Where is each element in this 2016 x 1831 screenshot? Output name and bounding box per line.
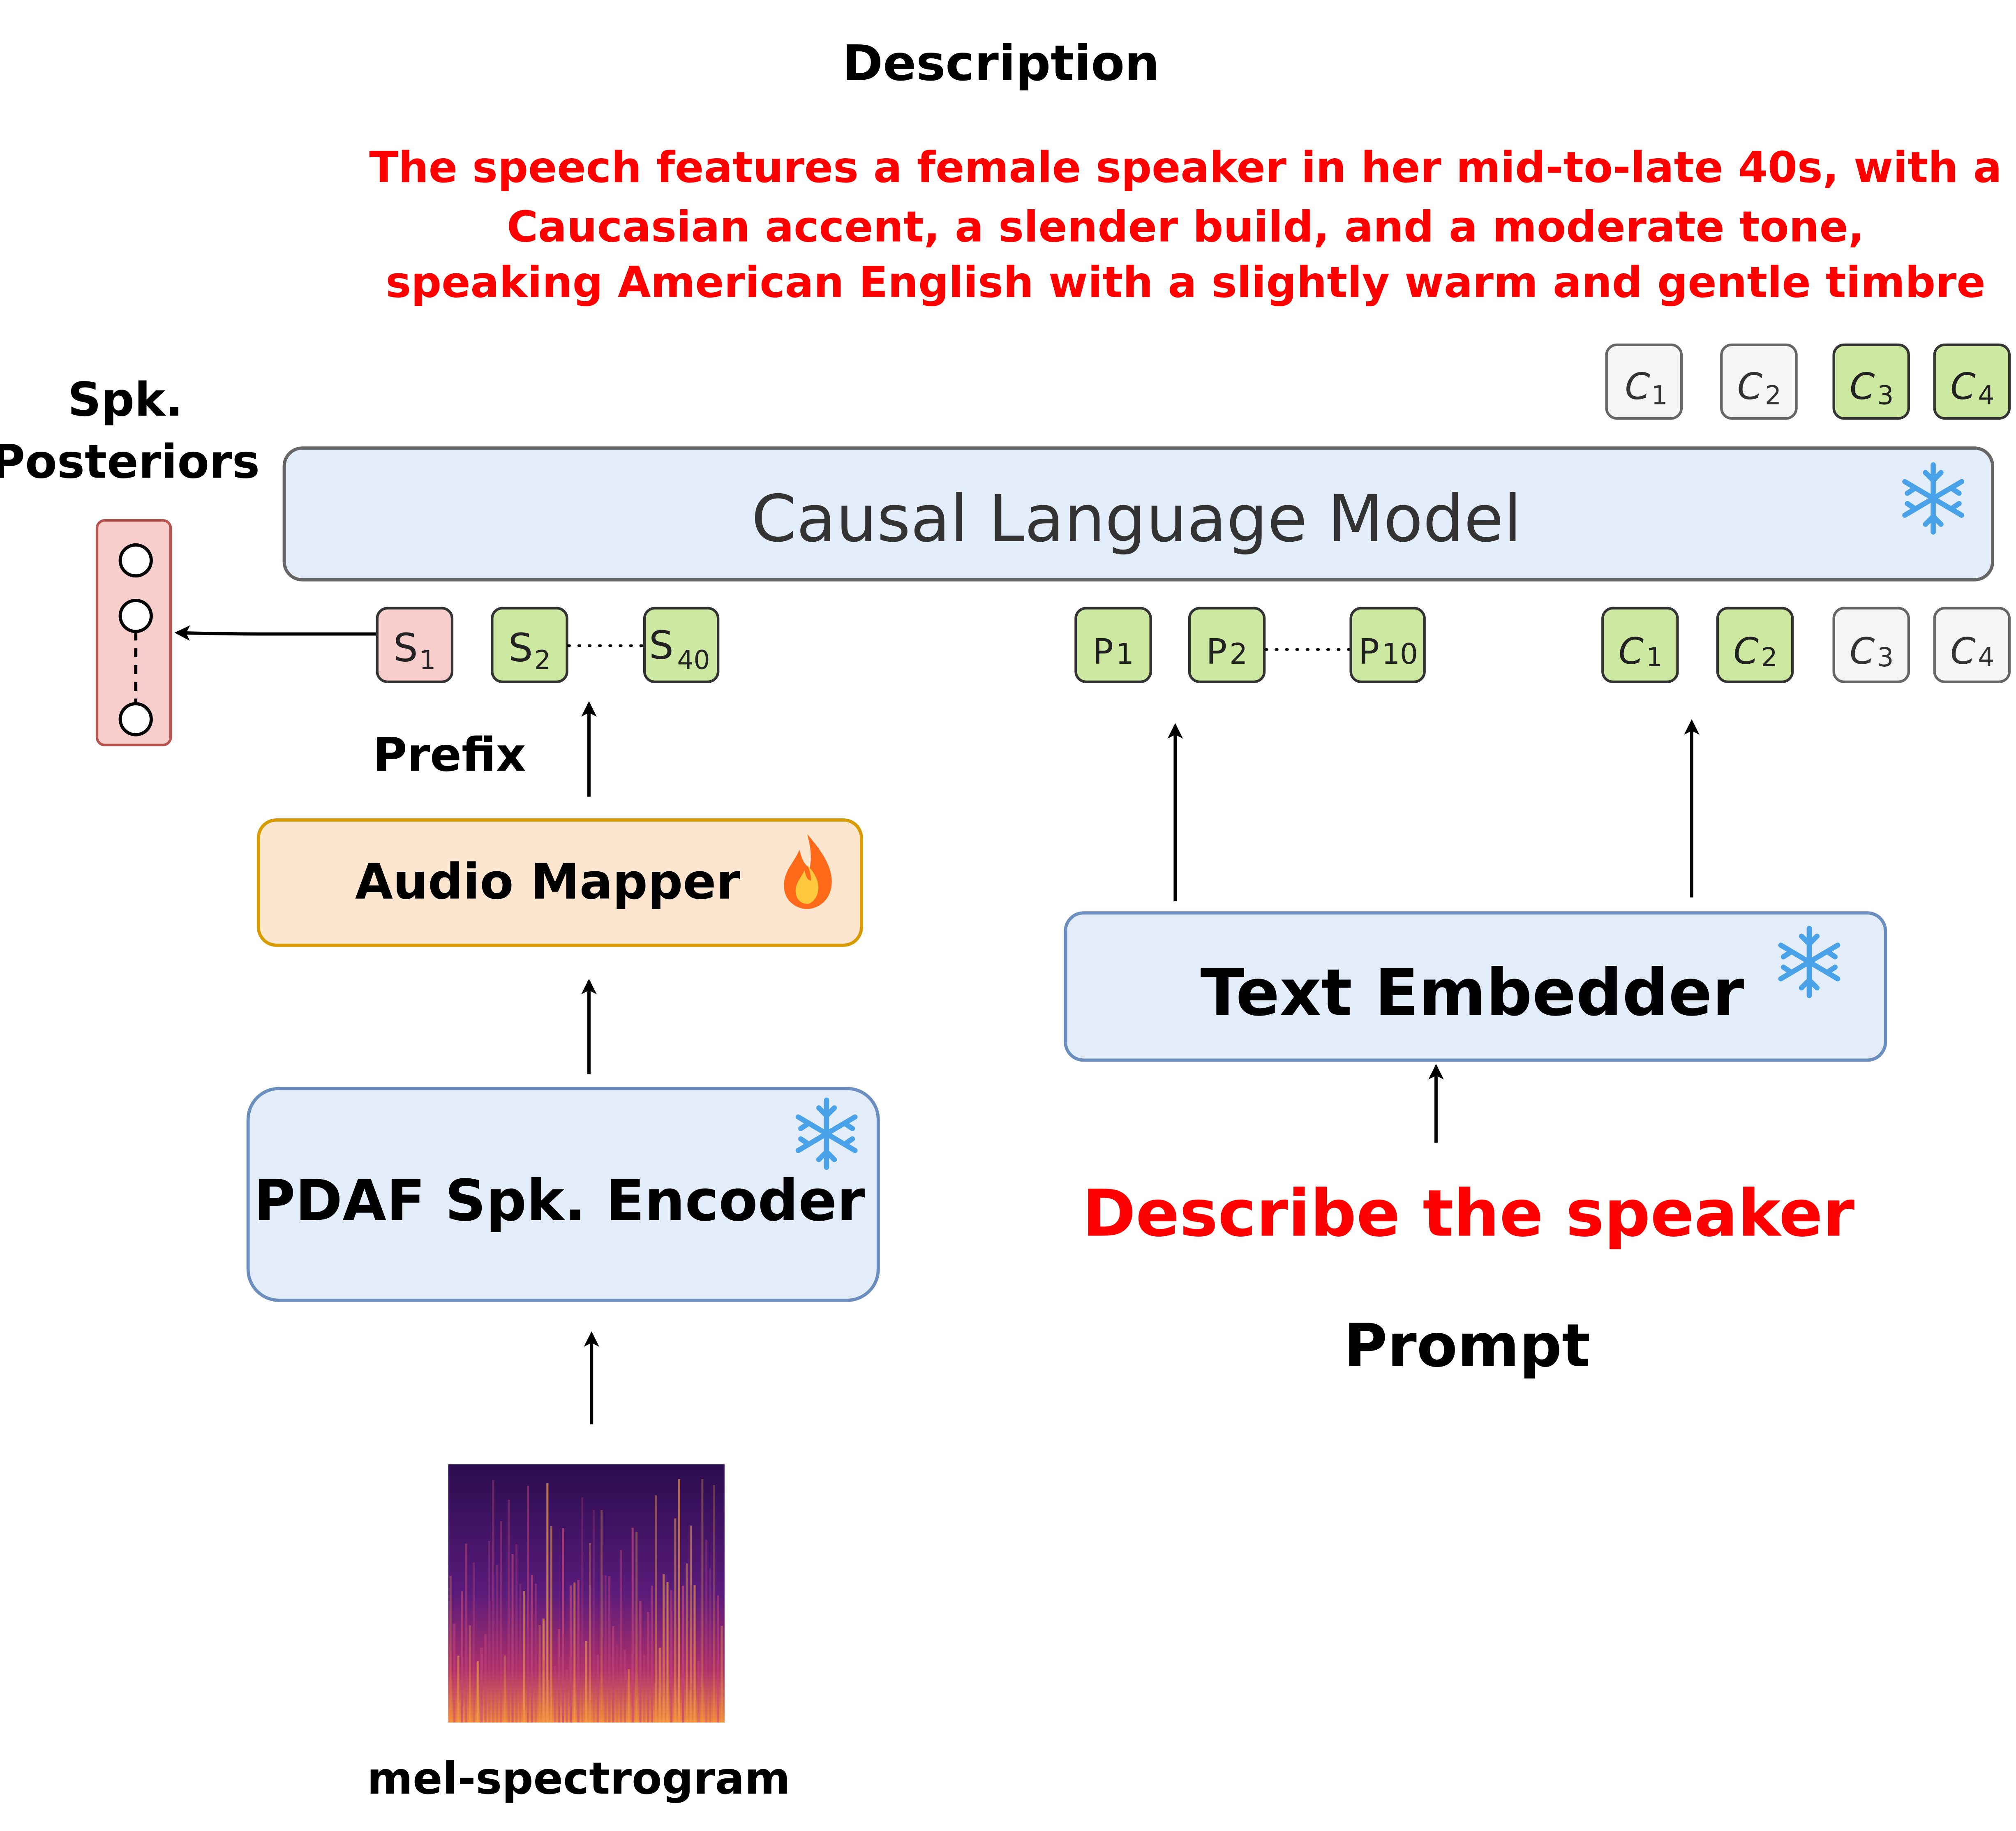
- description-line-2: Caucasian accent, a slender build, and a…: [507, 203, 1864, 252]
- spk-posteriors-label-line2: Posteriors: [0, 434, 260, 489]
- svg-text:2: 2: [534, 645, 551, 675]
- svg-text:10: 10: [1382, 638, 1418, 671]
- snowflake-icon: [1902, 462, 1964, 535]
- caption-token-c1: C 1: [1601, 607, 1679, 683]
- svg-text:S: S: [508, 626, 533, 671]
- causal-language-model-block: Causal Language Model: [282, 446, 1995, 582]
- svg-text:P: P: [1206, 632, 1227, 672]
- svg-text:1: 1: [1116, 638, 1134, 671]
- description-title: Description: [842, 35, 1159, 92]
- causal-language-model-label: Causal Language Model: [751, 481, 1522, 556]
- snowflake-icon: [795, 1097, 858, 1170]
- mel-spectrogram-label: mel-spectrogram: [367, 1753, 790, 1804]
- prefix-token-s2: S 2: [491, 607, 568, 683]
- audio-mapper-label: Audio Mapper: [355, 854, 741, 911]
- caption-token-c4: C 4: [1933, 607, 2011, 683]
- svg-text:C: C: [1950, 365, 1976, 408]
- svg-text:40: 40: [677, 645, 710, 675]
- prompt-text: Describe the speaker: [1082, 1176, 1854, 1251]
- prefix-token-s1: S 1: [376, 607, 454, 683]
- output-token-c2: C 2: [1720, 343, 1798, 420]
- text-embedder-label: Text Embedder: [1201, 955, 1744, 1030]
- svg-text:1: 1: [1651, 380, 1668, 410]
- spk-posteriors-vector: [95, 519, 172, 746]
- svg-text:C: C: [1850, 630, 1875, 672]
- prompt-label: Prompt: [1344, 1311, 1591, 1381]
- svg-text:P: P: [1092, 632, 1113, 672]
- svg-text:1: 1: [1646, 642, 1663, 672]
- output-token-c4: C 4: [1933, 343, 2011, 420]
- svg-text:C: C: [1950, 630, 1976, 672]
- arrow-s1-to-posteriors: [174, 625, 376, 641]
- svg-text:S: S: [393, 626, 418, 671]
- svg-text:S: S: [649, 623, 674, 668]
- description-line-3: speaking American English with a slightl…: [386, 258, 1985, 307]
- svg-text:1: 1: [419, 645, 436, 675]
- description-line-1: The speech features a female speaker in …: [369, 143, 2002, 192]
- svg-text:3: 3: [1877, 380, 1894, 410]
- svg-text:4: 4: [1978, 642, 1994, 672]
- svg-text:3: 3: [1877, 642, 1894, 672]
- svg-text:P: P: [1358, 632, 1379, 672]
- spk-posteriors-label-line1: Spk.: [68, 373, 183, 427]
- prompt-token-p1: P 1: [1074, 607, 1152, 683]
- flame-icon: [784, 834, 832, 909]
- svg-text:2: 2: [1761, 642, 1778, 672]
- speaker-encoder-block: PDAF Spk. Encoder: [246, 1087, 880, 1302]
- svg-text:C: C: [1737, 365, 1763, 408]
- output-token-c1: C 1: [1605, 343, 1683, 420]
- snowflake-icon: [1778, 926, 1840, 998]
- svg-text:4: 4: [1978, 380, 1994, 410]
- speaker-encoder-label: PDAF Spk. Encoder: [254, 1168, 865, 1234]
- output-token-c3: C 3: [1832, 343, 1910, 420]
- caption-token-c3: C 3: [1832, 607, 1910, 683]
- prompt-token-p10: P 10: [1349, 607, 1426, 683]
- prefix-label: Prefix: [373, 728, 526, 782]
- svg-text:C: C: [1619, 630, 1644, 672]
- caption-token-c2: C 2: [1716, 607, 1794, 683]
- text-embedder-block: Text Embedder: [1064, 911, 1887, 1062]
- audio-mapper-block: Audio Mapper: [256, 818, 863, 947]
- svg-text:2: 2: [1765, 380, 1781, 410]
- svg-text:C: C: [1733, 630, 1759, 672]
- mel-spectrogram-image: [448, 1464, 725, 1723]
- svg-text:C: C: [1850, 365, 1875, 408]
- svg-text:C: C: [1625, 365, 1650, 408]
- svg-text:2: 2: [1229, 638, 1247, 671]
- prompt-token-p2: P 2: [1188, 607, 1266, 683]
- prefix-token-s40: S 40: [643, 607, 720, 683]
